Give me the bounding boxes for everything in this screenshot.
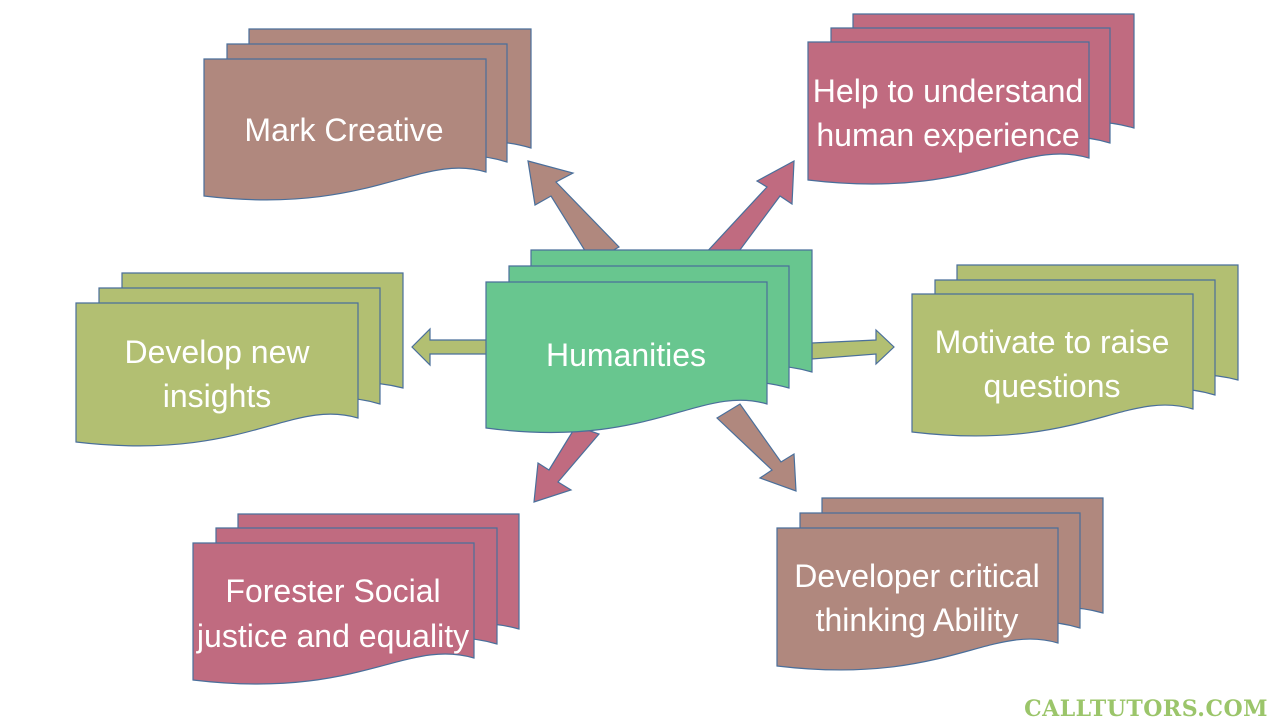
node-label-line: questions xyxy=(984,368,1121,404)
node-label-line: insights xyxy=(163,378,272,414)
node-label-line: Mark Creative xyxy=(244,112,443,148)
node-foster-social-justice: Forester Social justice and equality xyxy=(192,513,520,685)
node-mark-creative: Mark Creative xyxy=(203,28,532,201)
center-label: Humanities xyxy=(546,337,706,373)
node-label-line: human experience xyxy=(816,117,1079,153)
node-label-line: Motivate to raise xyxy=(935,324,1170,360)
arrow-to-develop-new-insights xyxy=(411,327,491,367)
arrow-to-critical-thinking xyxy=(716,403,797,492)
node-label-line: Help to understand xyxy=(813,73,1083,109)
node-label-line: justice and equality xyxy=(196,618,469,654)
node-develop-new-insights: Develop new insights xyxy=(75,272,404,447)
arrow-to-foster-social-justice xyxy=(533,425,601,503)
watermark-text: CALLTUTORS.COM xyxy=(1024,696,1268,720)
arrow-to-motivate-questions xyxy=(811,328,895,366)
node-understand-human-experience: Help to understand human experience xyxy=(807,13,1135,185)
node-motivate-questions: Motivate to raise questions xyxy=(911,264,1239,437)
node-center-humanities: Humanities xyxy=(485,249,813,434)
node-label-line: Developer critical xyxy=(794,558,1039,594)
node-critical-thinking: Developer critical thinking Ability xyxy=(776,497,1104,671)
node-label-line: Develop new xyxy=(125,334,311,370)
arrow-to-mark-creative xyxy=(527,160,620,263)
node-label-line: thinking Ability xyxy=(816,602,1019,638)
connector-arrows xyxy=(411,159,895,503)
node-label-line: Forester Social xyxy=(225,573,440,609)
